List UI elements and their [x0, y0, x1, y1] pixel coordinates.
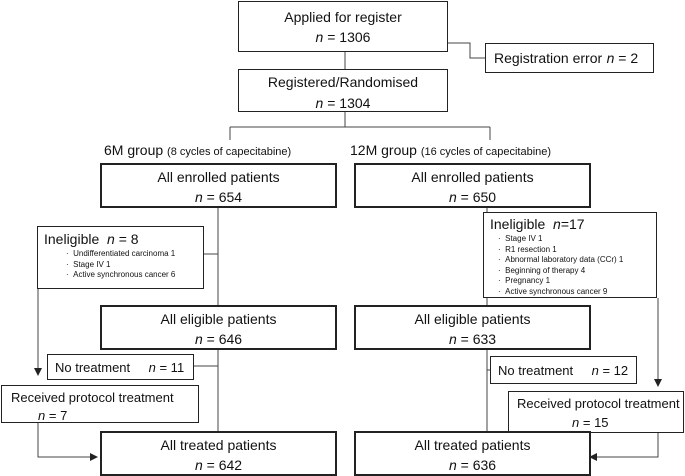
right-received-box: Received protocol treatment n = 15: [508, 391, 684, 433]
left-treated-box: All treated patients n = 642: [100, 431, 337, 476]
right-received-count: n = 15: [572, 415, 609, 430]
connector-right-received-treated: [589, 433, 659, 461]
right-enrolled-count: n = 650: [448, 189, 497, 205]
left-no-treatment-count: n = 11: [148, 360, 185, 375]
left-eligible-label: All eligible patients: [160, 311, 277, 327]
list-item: Abnormal laboratory data (CCr) 1: [498, 255, 656, 266]
registered-count: n = 1304: [315, 95, 371, 111]
right-eligible-label: All eligible patients: [414, 311, 531, 327]
left-ineligible-box: Ineligible n = 8 Undifferentiated carcin…: [37, 226, 204, 289]
left-no-treatment-label: No treatment: [55, 360, 131, 375]
list-item: Active synchronous cancer 6: [66, 270, 203, 281]
right-eligible-count: n = 633: [448, 331, 497, 347]
left-enrolled-count: n = 654: [194, 189, 243, 205]
applied-label: Applied for register: [284, 9, 402, 25]
left-received-count: n = 7: [38, 408, 68, 423]
list-item: R1 resection 1: [498, 245, 656, 256]
list-item: Pregnancy 1: [498, 276, 656, 287]
right-enrolled-label: All enrolled patients: [411, 169, 534, 185]
left-treated-count: n = 642: [194, 457, 243, 473]
left-ineligible-list: Undifferentiated carcinoma 1 Stage IV 1 …: [66, 249, 203, 281]
list-item: Beginning of therapy 4: [498, 266, 656, 277]
group-header-12m: 12M group (16 cycles of capecitabine): [350, 142, 552, 158]
right-no-treatment-label: No treatment: [498, 363, 574, 378]
right-treated-count: n = 636: [448, 457, 497, 473]
left-no-treatment-box: No treatment n = 11: [47, 354, 194, 380]
registered-box: Registered/Randomised n = 1304: [238, 69, 448, 112]
left-eligible-count: n = 646: [194, 331, 243, 347]
connector-left-received-treated: [37, 422, 98, 461]
left-enrolled-label: All enrolled patients: [157, 169, 280, 185]
right-received-label: Received protocol treatment: [517, 396, 680, 411]
right-no-treatment-count: n = 12: [591, 363, 629, 378]
list-item: Undifferentiated carcinoma 1: [66, 249, 203, 260]
registration-error-count: n = 2: [606, 50, 639, 66]
list-item: Active synchronous cancer 9: [498, 287, 656, 298]
registration-error-label: Registration error: [494, 50, 603, 66]
right-ineligible-heading: Ineligible n=17: [490, 216, 585, 232]
left-enrolled-box: All enrolled patients n = 654: [100, 163, 337, 208]
right-eligible-box: All eligible patients n = 633: [354, 305, 591, 350]
registration-error-box: Registration error n = 2: [485, 43, 654, 73]
right-ineligible-box: Ineligible n=17 Stage IV 1 R1 resection …: [483, 212, 657, 298]
left-received-box: Received protocol treatment n = 7: [1, 385, 199, 423]
left-eligible-box: All eligible patients n = 646: [100, 305, 337, 350]
group-header-6m: 6M group (8 cycles of capecitabine): [104, 142, 292, 158]
right-treated-box: All treated patients n = 636: [354, 431, 591, 476]
left-ineligible-heading: Ineligible n = 8: [44, 231, 139, 247]
list-item: Stage IV 1: [66, 260, 203, 271]
list-item: Stage IV 1: [498, 234, 656, 245]
right-treated-label: All treated patients: [414, 437, 531, 453]
left-treated-label: All treated patients: [160, 437, 277, 453]
right-ineligible-list: Stage IV 1 R1 resection 1 Abnormal labor…: [498, 234, 656, 297]
applied-box: Applied for register n = 1306: [238, 1, 448, 52]
right-enrolled-box: All enrolled patients n = 650: [354, 163, 591, 208]
left-received-label: Received protocol treatment: [11, 390, 174, 405]
applied-count: n = 1306: [315, 29, 371, 45]
registered-label: Registered/Randomised: [267, 74, 419, 90]
right-no-treatment-box: No treatment n = 12: [490, 356, 637, 384]
